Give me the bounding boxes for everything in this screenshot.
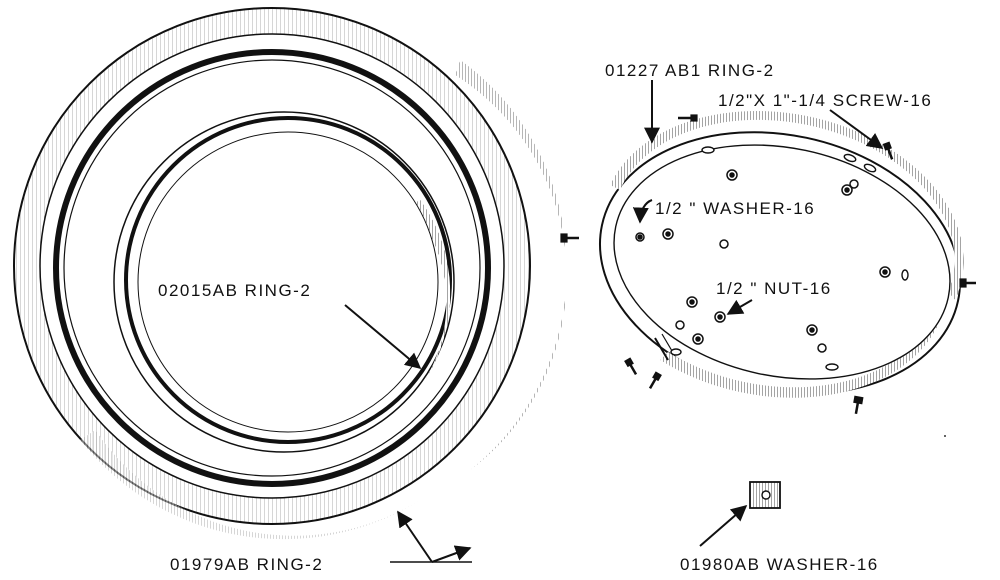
inner-ring-inner-edge xyxy=(137,131,439,433)
label-screw: 1/2"X 1"-1/4 SCREW-16 xyxy=(718,91,932,110)
ring-01979ab-assembly xyxy=(13,7,567,540)
outer-ring-lip xyxy=(53,49,491,487)
hardware-nuts xyxy=(635,169,891,353)
stray-dot xyxy=(944,435,946,437)
leader-screw xyxy=(829,109,884,149)
leader-01979ab xyxy=(390,510,472,563)
leader-01980ab xyxy=(699,504,748,547)
label-02015ab-ring: 02015AB RING-2 xyxy=(158,281,311,300)
label-washer-half: 1/2 " WASHER-16 xyxy=(655,199,815,218)
ring-01227ab1-assembly xyxy=(560,110,976,415)
washer-01980ab-part xyxy=(749,481,781,509)
leader-washer-half xyxy=(632,199,653,224)
outer-ring-shading xyxy=(455,60,567,470)
hardware-screws xyxy=(560,114,976,415)
leader-02015ab xyxy=(344,304,422,370)
label-01227ab1-ring: 01227 AB1 RING-2 xyxy=(605,61,775,80)
ring-split-gap xyxy=(654,337,669,361)
perspective-ring-rim-hatch-bottom xyxy=(660,316,940,398)
rim-slots xyxy=(670,146,909,371)
leader-nut xyxy=(726,299,753,315)
perspective-ring-inner xyxy=(613,144,951,380)
label-01979ab-ring: 01979AB RING-2 xyxy=(170,555,323,574)
inner-ring-lip xyxy=(124,116,452,444)
inner-ring-hatch xyxy=(410,200,451,380)
label-nut: 1/2 " NUT-16 xyxy=(716,279,832,298)
label-01980ab-washer: 01980AB WASHER-16 xyxy=(680,555,879,574)
